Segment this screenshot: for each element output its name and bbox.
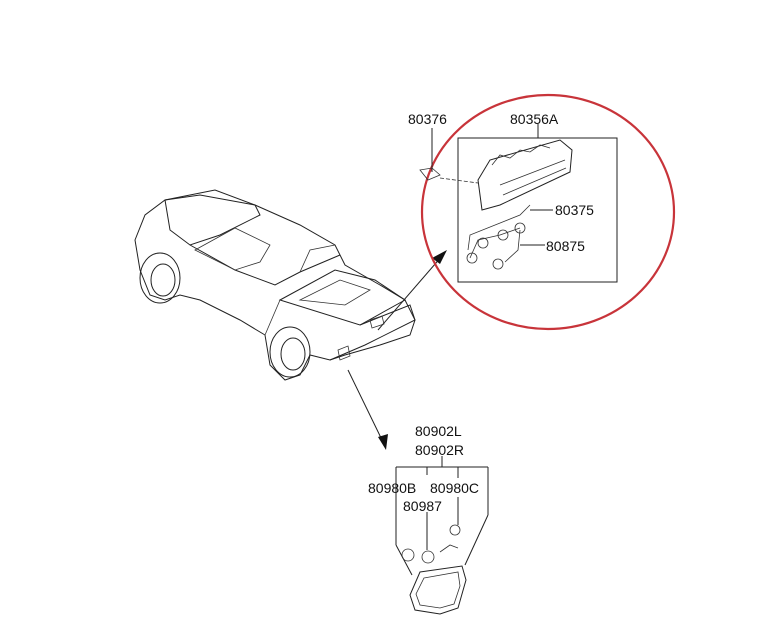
high-mount-lamp-detail: [419, 124, 618, 283]
rear-lamp-detail: [395, 456, 489, 615]
label-80980C: 80980C: [430, 480, 479, 496]
label-80987: 80987: [403, 498, 442, 514]
label-80902L: 80902L: [415, 423, 462, 439]
label-80902R: 80902R: [415, 442, 464, 458]
truck-illustration: [134, 189, 416, 381]
highlight-circle: [420, 93, 676, 331]
label-80375: 80375: [555, 202, 594, 218]
label-80376: 80376: [408, 111, 447, 127]
callout-arrows: [347, 250, 447, 450]
label-80980B: 80980B: [368, 480, 416, 496]
label-80356A: 80356A: [510, 111, 559, 127]
label-80875: 80875: [546, 238, 585, 254]
